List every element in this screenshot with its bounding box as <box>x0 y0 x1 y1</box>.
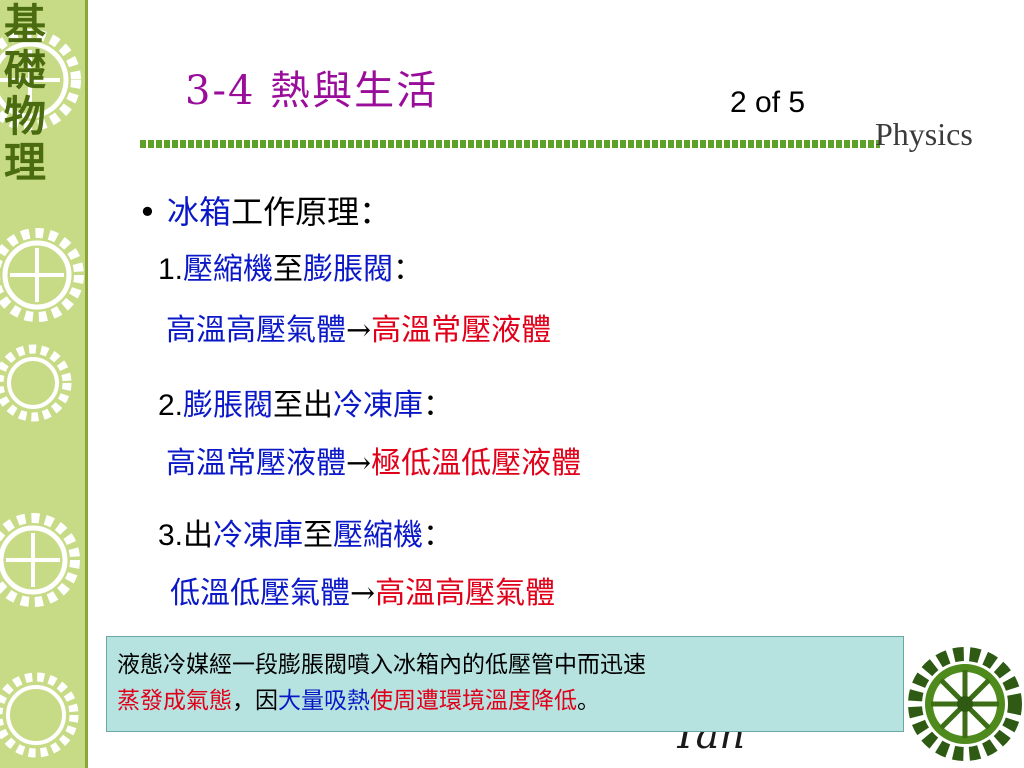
note-blue-1: 大量吸熱 <box>278 688 370 714</box>
step-1-heading: 1.壓縮機至膨脹閥： <box>158 252 423 288</box>
state-to: 高溫常壓液體 <box>371 313 552 348</box>
sidebar: 基礎物理 <box>0 0 88 768</box>
step-number: 2. <box>158 389 184 422</box>
state-from: 高溫高壓氣體 <box>166 313 346 348</box>
state-from: 高溫常壓液體 <box>166 446 346 481</box>
step-start: 冷凍庫 <box>213 518 304 553</box>
step-2-transition: 高溫常壓液體→極低溫低壓液體 <box>166 446 581 482</box>
bullet-icon: • <box>138 193 157 231</box>
note-box: 液態冷媒經一段膨脹閥噴入冰箱內的低壓管中而迅速 蒸發成氣態，因大量吸熱使周遭環境… <box>106 636 904 732</box>
state-from: 低溫低壓氣體 <box>170 576 350 611</box>
step-1-transition: 高溫高壓氣體→高溫常壓液體 <box>166 313 551 349</box>
note-line-2: 蒸發成氣態，因大量吸熱使周遭環境溫度降低。 <box>117 683 893 719</box>
note-line-1: 液態冷媒經一段膨脹閥噴入冰箱內的低壓管中而迅速 <box>117 652 646 678</box>
note-plain-1: ，因 <box>232 688 278 714</box>
step-3-transition: 低溫低壓氣體→高溫高壓氣體 <box>170 576 555 612</box>
step-number: 3. <box>158 519 184 552</box>
dashed-rule <box>140 140 880 148</box>
step-colon: ： <box>393 252 424 287</box>
step-start: 壓縮機 <box>183 252 274 287</box>
arrow-icon: → <box>346 313 372 348</box>
bullet-heading: • 冰箱工作原理： <box>138 192 391 232</box>
step-2-heading: 2.膨脹閥至出冷凍庫： <box>158 388 453 424</box>
arrow-icon: → <box>350 576 376 611</box>
note-red-2: 使周遭環境溫度降低 <box>370 688 577 714</box>
state-to: 極低溫低壓液體 <box>371 446 582 481</box>
sidebar-title: 基礎物理 <box>3 0 46 187</box>
bullet-text: 工作原理： <box>231 193 392 231</box>
gear-icon <box>0 513 80 607</box>
step-connector: 至出 <box>273 388 334 423</box>
step-prefix: 出 <box>183 518 214 553</box>
note-red-1: 蒸發成氣態 <box>117 688 232 714</box>
step-end: 膨脹閥 <box>303 252 394 287</box>
gear-icon <box>0 672 79 758</box>
step-end: 冷凍庫 <box>333 388 424 423</box>
step-end: 壓縮機 <box>333 518 424 553</box>
gear-icon <box>0 228 84 322</box>
gear-icon <box>0 29 81 131</box>
brand-label: Physics <box>875 116 973 152</box>
arrow-icon: → <box>346 446 372 481</box>
page-title: 3-4 熱與生活 <box>185 68 439 114</box>
step-number: 1. <box>158 253 184 286</box>
step-connector: 至 <box>273 252 304 287</box>
sidebar-edge <box>85 0 88 768</box>
bullet-keyword: 冰箱 <box>167 193 232 231</box>
step-3-heading: 3.出冷凍庫至壓縮機： <box>158 518 453 554</box>
step-colon: ： <box>423 388 454 423</box>
step-start: 膨脹閥 <box>183 388 274 423</box>
state-to: 高溫高壓氣體 <box>375 576 556 611</box>
step-connector: 至 <box>303 518 334 553</box>
gear-icon <box>0 344 72 422</box>
step-colon: ： <box>423 518 454 553</box>
gear-icon <box>908 647 1022 761</box>
note-end: 。 <box>577 688 600 714</box>
page-counter: 2 of 5 <box>730 86 806 119</box>
